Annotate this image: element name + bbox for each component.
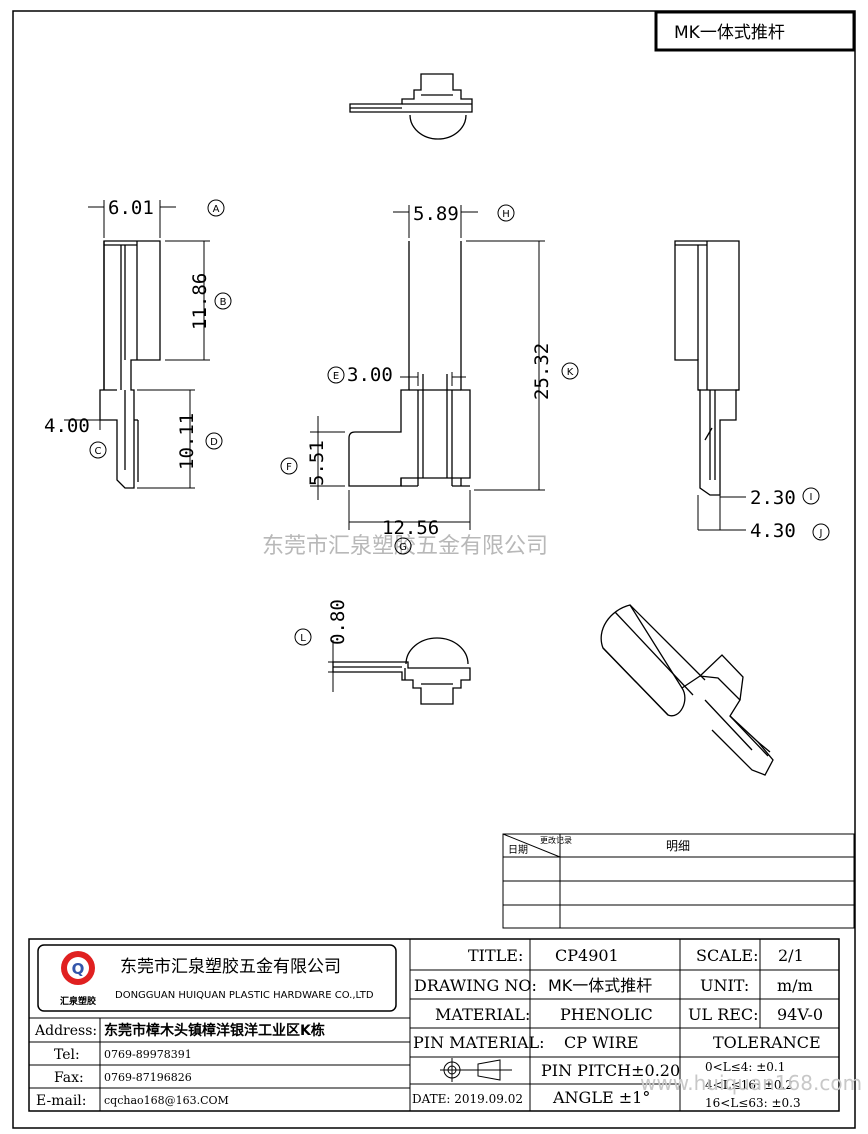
circle-label-i xyxy=(802,487,820,505)
dim-e-value: 3.00 xyxy=(347,364,393,386)
title-block-grid xyxy=(28,938,840,1112)
rev-record-header: 更改记录 xyxy=(540,835,572,845)
dim-h-value: 5.89 xyxy=(413,203,459,225)
circle-label-b xyxy=(214,292,232,310)
top-view xyxy=(349,73,473,140)
tol-row-1: 0<L≤4: ±0.1 xyxy=(705,1060,785,1074)
dim-d-value: 10.11 xyxy=(176,413,198,470)
scale-value: 2/1 xyxy=(778,946,804,965)
ul-rec-label: UL REC: xyxy=(688,1005,759,1024)
rev-detail-header: 明细 xyxy=(666,839,690,853)
drawing-no-label: DRAWING NO: xyxy=(414,976,537,995)
title-value: CP4901 xyxy=(555,946,619,965)
circle-label-c xyxy=(89,441,107,459)
bottom-view xyxy=(332,637,471,705)
logo-caption: 汇泉塑胶 xyxy=(60,995,96,1007)
pin-material-label: PIN MATERIAL: xyxy=(413,1033,545,1052)
circle-label-d xyxy=(205,432,223,450)
front-view xyxy=(348,241,471,487)
angle: ANGLE ±1° xyxy=(552,1088,650,1107)
isometric-view xyxy=(600,604,774,776)
unit-value: m/m xyxy=(777,976,813,995)
tolerance-label: TOLERANCE xyxy=(713,1033,821,1052)
pin-pitch: PIN PITCH±0.20 xyxy=(541,1061,680,1080)
address-label: Address: xyxy=(34,1023,97,1039)
right-side-view xyxy=(674,240,740,496)
address-value: 东莞市樟木头镇樟洋银洋工业区K栋 xyxy=(104,1022,325,1039)
dim-l-value: 0.80 xyxy=(327,599,349,645)
dim-k-value: 25.32 xyxy=(531,343,553,400)
company-name-cn: 东莞市汇泉塑胶五金有限公司 xyxy=(120,957,341,977)
dim-a-value: 6.01 xyxy=(108,197,154,219)
svg-text:H: H xyxy=(502,209,510,220)
svg-text:I: I xyxy=(810,492,813,503)
fax-label: Fax: xyxy=(54,1070,84,1086)
part-name: MK一体式推杆 xyxy=(674,23,785,43)
projection-symbol-icon xyxy=(440,1058,512,1082)
drawing-no-value: MK一体式推杆 xyxy=(548,976,652,995)
svg-text:F: F xyxy=(286,462,292,473)
unit-label: UNIT: xyxy=(700,976,749,995)
tel-value: 0769-89978391 xyxy=(104,1048,192,1061)
pin-material-value: CP WIRE xyxy=(564,1033,639,1052)
tel-label: Tel: xyxy=(54,1047,80,1063)
circle-label-a xyxy=(207,199,225,217)
ul-rec-value: 94V-0 xyxy=(777,1005,823,1024)
tol-row-3: 16<L≤63: ±0.3 xyxy=(705,1096,801,1110)
svg-text:D: D xyxy=(210,437,218,448)
title-label: TITLE: xyxy=(468,946,523,965)
material-label: MATERIAL: xyxy=(435,1005,530,1024)
dim-c-value: 4.00 xyxy=(44,415,90,437)
svg-text:J: J xyxy=(819,528,823,539)
company-name-en: DONGGUAN HUIQUAN PLASTIC HARDWARE CO.,LT… xyxy=(115,990,374,1001)
circle-label-k xyxy=(561,362,579,380)
company-box: Q 汇泉塑胶 东莞市汇泉塑胶五金有限公司 DONGGUAN HUIQUAN PL… xyxy=(37,944,397,1012)
scale-label: SCALE: xyxy=(696,946,758,965)
email-label: E-mail: xyxy=(36,1093,87,1109)
rev-date-header: 日期 xyxy=(508,844,528,856)
circle-label-h xyxy=(497,204,515,222)
dim-i-value: 2.30 xyxy=(750,487,796,509)
svg-text:B: B xyxy=(220,297,227,308)
dim-g-value: 12.56 xyxy=(382,517,439,539)
fax-value: 0769-87196826 xyxy=(104,1071,192,1084)
svg-text:G: G xyxy=(399,542,407,553)
dim-j-value: 4.30 xyxy=(750,520,796,542)
svg-text:C: C xyxy=(95,446,102,457)
circle-label-j xyxy=(812,523,830,541)
circle-label-f xyxy=(280,457,298,475)
svg-text:A: A xyxy=(213,204,220,215)
url-watermark: www.huiquan168.com xyxy=(640,1071,862,1095)
svg-text:E: E xyxy=(333,371,339,382)
dim-f-value: 5.51 xyxy=(306,440,328,486)
email-value: cqchao168@163.COM xyxy=(104,1094,229,1107)
tol-row-2: 4<L≤16: ±0.2 xyxy=(705,1078,793,1092)
svg-text:Q: Q xyxy=(72,960,85,978)
circle-label-e xyxy=(327,366,345,384)
circle-label-g xyxy=(394,537,412,555)
header-box: MK一体式推杆 xyxy=(654,10,856,52)
revision-table xyxy=(502,833,855,929)
material-value: PHENOLIC xyxy=(560,1005,653,1024)
dim-b-value: 11.86 xyxy=(189,273,211,330)
svg-text:L: L xyxy=(300,633,306,644)
sheet-border xyxy=(12,10,856,1129)
circle-label-l xyxy=(294,628,312,646)
date: DATE: 2019.09.02 xyxy=(412,1092,523,1106)
svg-text:K: K xyxy=(567,367,574,378)
left-side-view xyxy=(99,240,161,489)
